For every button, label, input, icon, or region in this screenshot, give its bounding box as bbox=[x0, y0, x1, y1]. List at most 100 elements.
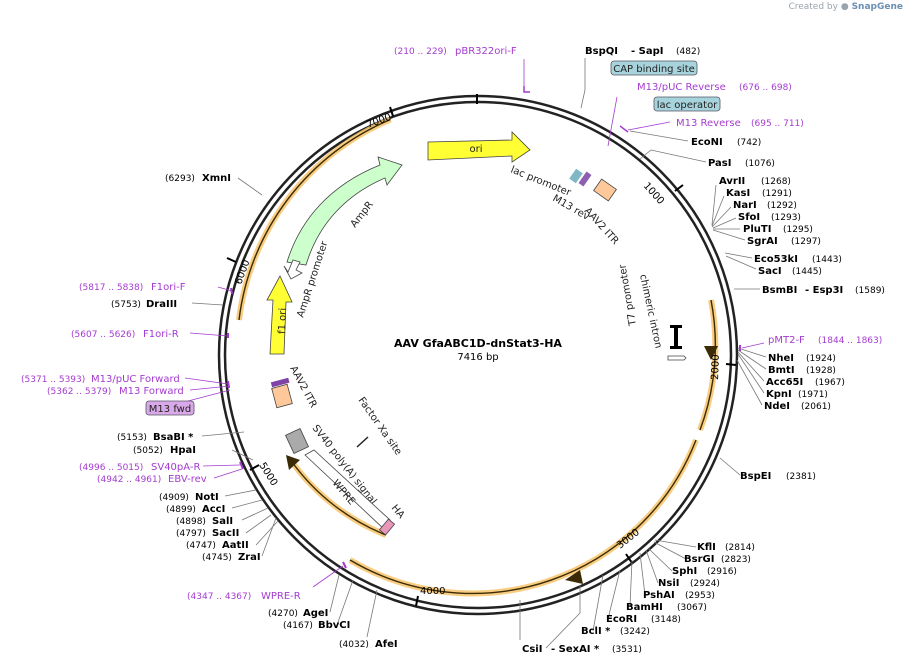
enzyme-bsmbi[interactable]: BsmBI bbox=[762, 285, 797, 296]
primer-pmt2-name[interactable]: pMT2-F bbox=[768, 335, 805, 346]
enzyme-bspei[interactable]: BspEI bbox=[740, 471, 771, 482]
feature-f1ori-arrow[interactable] bbox=[266, 275, 293, 355]
feature-ampr-promoter-arrow[interactable] bbox=[283, 259, 303, 280]
enzyme-bsabi-pos: (5153) bbox=[117, 433, 147, 443]
enzyme-aatii[interactable]: AatII bbox=[222, 540, 249, 551]
enzyme-csii[interactable]: CsiI bbox=[522, 644, 542, 655]
enzyme-saci[interactable]: SacI bbox=[758, 266, 782, 277]
enzyme-sexai[interactable]: - SexAI * bbox=[551, 644, 600, 655]
enzyme-eco53ki[interactable]: Eco53kI bbox=[754, 254, 798, 265]
primer-f1orir-name[interactable]: F1ori-R bbox=[143, 329, 179, 340]
primer-mark-pbr322[interactable] bbox=[523, 86, 530, 93]
enzyme-nhei[interactable]: NheI bbox=[768, 353, 794, 364]
m13-fwd-tag[interactable] bbox=[145, 400, 195, 416]
enzyme-bspqi[interactable]: BspQI bbox=[585, 46, 618, 57]
primer-labels: (210 .. 229) pBR322ori-F M13/pUC Reverse… bbox=[21, 46, 882, 602]
enzyme-bcli[interactable]: BclI * bbox=[581, 626, 611, 637]
enzyme-sphi[interactable]: SphI bbox=[672, 566, 697, 577]
enzyme-sapi[interactable]: - SapI bbox=[631, 46, 663, 57]
enzyme-noti[interactable]: NotI bbox=[195, 492, 219, 503]
enzyme-sgrai[interactable]: SgrAI bbox=[747, 236, 778, 247]
enzyme-pluti[interactable]: PluTI bbox=[743, 224, 771, 235]
enzyme-leader-lines bbox=[191, 58, 767, 649]
enzyme-noti-pos: (4909) bbox=[159, 493, 189, 503]
cap-binding-site-mark[interactable] bbox=[569, 168, 583, 184]
primer-m13fwd-name[interactable]: M13 Forward bbox=[119, 386, 184, 397]
enzyme-bbvci[interactable]: BbvCI bbox=[318, 620, 350, 631]
enzyme-nsii[interactable]: NsiI bbox=[658, 578, 679, 589]
enzyme-ndei[interactable]: NdeI bbox=[764, 401, 790, 412]
primer-f1orif-name[interactable]: F1ori-F bbox=[151, 282, 186, 293]
primer-m13puc-rev-name[interactable]: M13/pUC Reverse bbox=[637, 82, 726, 93]
feature-ori-arrow[interactable] bbox=[427, 131, 531, 163]
t7-promoter-arrow[interactable] bbox=[667, 355, 687, 361]
enzyme-hpai[interactable]: HpaI bbox=[170, 445, 196, 456]
cap-binding-site-tag[interactable] bbox=[610, 60, 698, 76]
feature-factor-xa-label: Factor Xa site bbox=[356, 395, 404, 457]
feature-chimeric-intron-label: chimeric intron bbox=[637, 273, 663, 349]
primer-m13rev-name[interactable]: M13 Reverse bbox=[676, 118, 741, 129]
enzyme-xmni[interactable]: XmnI bbox=[202, 173, 231, 184]
enzyme-eco53ki-pos: (1443) bbox=[812, 255, 842, 265]
enzyme-kasi[interactable]: KasI bbox=[726, 188, 750, 199]
enzyme-saci-pos: (1445) bbox=[792, 267, 822, 277]
enzyme-bsrgi[interactable]: BsrGI bbox=[684, 554, 714, 565]
tick-7000 bbox=[389, 106, 394, 117]
m13fwd-mark[interactable] bbox=[270, 377, 290, 388]
enzyme-acc65i[interactable]: Acc65I bbox=[766, 377, 803, 388]
primer-m13pucfwd-name[interactable]: M13/pUC Forward bbox=[91, 374, 180, 385]
enzyme-econi[interactable]: EcoNI bbox=[691, 137, 723, 148]
lac-operator-mark[interactable] bbox=[578, 171, 592, 187]
snapgene-watermark: Created by ● SnapGene bbox=[788, 2, 903, 12]
feature-aav2-itr-left-box[interactable] bbox=[271, 383, 293, 409]
enzyme-zrai[interactable]: ZraI bbox=[238, 552, 261, 563]
enzyme-acci[interactable]: AccI bbox=[202, 504, 225, 515]
enzyme-bmti[interactable]: BmtI bbox=[768, 365, 795, 376]
feature-aav2-itr-right-box[interactable] bbox=[593, 178, 617, 202]
enzyme-sali[interactable]: SalI bbox=[212, 516, 233, 527]
primer-pbr322-name[interactable]: pBR322ori-F bbox=[455, 46, 517, 57]
primer-mark-m13-forward[interactable] bbox=[227, 380, 230, 389]
primer-wpre-name[interactable]: WPRE-R bbox=[261, 591, 301, 602]
tick-4000 bbox=[415, 595, 419, 607]
primer-mark-sv40pa[interactable] bbox=[239, 461, 244, 470]
chimeric-intron-mark[interactable] bbox=[674, 325, 678, 349]
lac-operator-tag[interactable] bbox=[653, 96, 721, 112]
primer-mark-m13-reverse[interactable] bbox=[619, 125, 629, 133]
enzyme-sacii[interactable]: SacII bbox=[212, 528, 239, 539]
enzyme-pshai-pos: (2953) bbox=[685, 591, 715, 601]
enzyme-ecori-pos: (3148) bbox=[651, 615, 681, 625]
enzyme-pasi-pos: (1076) bbox=[745, 159, 775, 169]
tick-1000 bbox=[674, 184, 684, 192]
enzyme-kpni[interactable]: KpnI bbox=[766, 389, 792, 400]
enzyme-draiii[interactable]: DraIII bbox=[146, 299, 177, 310]
enzyme-ndei-pos: (2061) bbox=[801, 402, 831, 412]
enzyme-sfoi[interactable]: SfoI bbox=[738, 212, 760, 223]
enzyme-nari[interactable]: NarI bbox=[733, 200, 757, 211]
enzyme-bamhi[interactable]: BamHI bbox=[626, 602, 663, 613]
enzyme-ecori[interactable]: EcoRI bbox=[606, 614, 637, 625]
feature-ha-box[interactable] bbox=[378, 518, 396, 536]
watermark-prefix: Created by bbox=[788, 2, 838, 12]
primer-mark-wpre[interactable] bbox=[342, 561, 347, 569]
cds-arc-ampr bbox=[238, 118, 391, 321]
primer-sv40pa-name[interactable]: SV40pA-R bbox=[151, 462, 200, 473]
feature-ampr-arrow[interactable] bbox=[286, 156, 403, 266]
enzyme-pshai[interactable]: PshAI bbox=[643, 590, 675, 601]
enzyme-agei[interactable]: AgeI bbox=[303, 608, 328, 619]
enzyme-kfli[interactable]: KflI bbox=[697, 542, 716, 553]
enzyme-afei[interactable]: AfeI bbox=[375, 639, 398, 650]
enzyme-bsabi[interactable]: BsaBI * bbox=[153, 432, 194, 443]
enzyme-esp3i[interactable]: - Esp3I bbox=[805, 285, 843, 296]
chimeric-intron-cap-top bbox=[670, 325, 682, 328]
factor-xa-mark[interactable] bbox=[356, 436, 369, 448]
enzyme-avrii[interactable]: AvrII bbox=[719, 176, 745, 187]
enzyme-avrii-pos: (1268) bbox=[761, 177, 791, 187]
enzyme-sgrai-pos: (1297) bbox=[791, 237, 821, 247]
sv40-polya-box[interactable] bbox=[284, 428, 310, 454]
primer-ebv-name[interactable]: EBV-rev bbox=[168, 474, 207, 485]
enzyme-sali-pos: (4898) bbox=[176, 517, 206, 527]
enzyme-pasi[interactable]: PasI bbox=[708, 158, 731, 169]
tick-label-2000: 2000 bbox=[710, 354, 722, 380]
